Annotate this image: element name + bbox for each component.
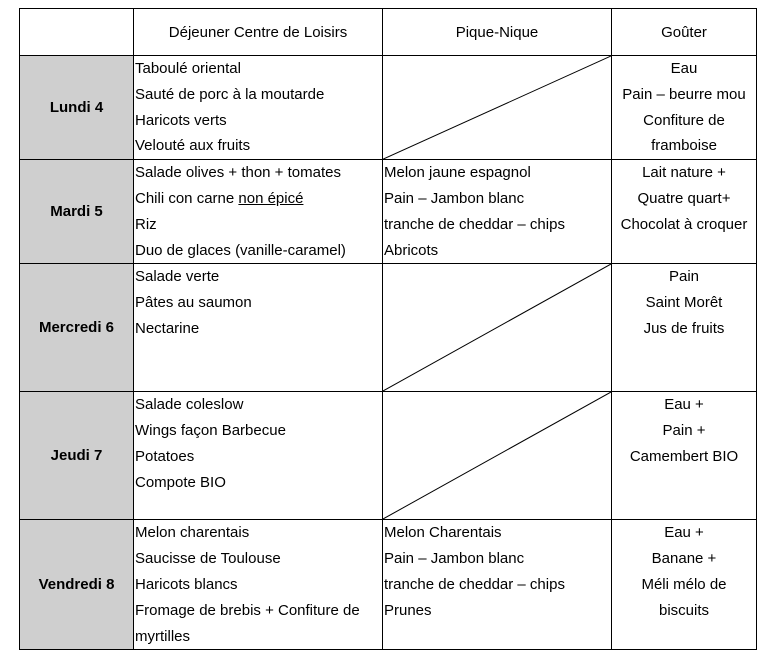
lunch-item: myrtilles xyxy=(135,627,190,645)
header-lunch: Déjeuner Centre de Loisirs xyxy=(133,8,383,56)
snack-cell: Pain Saint Morêt Jus de fruits xyxy=(611,263,757,393)
snack-cell: Lait nature + Quatre quart+ Chocolat à c… xyxy=(611,159,757,265)
lunch-item: Riz xyxy=(135,215,157,233)
day-label: Vendredi 8 xyxy=(38,576,115,594)
snack-item: biscuits xyxy=(658,601,710,619)
snack-item: Camembert BIO xyxy=(629,447,739,465)
snack-cell: Eau Pain – beurre mou Confiture de framb… xyxy=(611,54,757,161)
snack-item: Saint Morêt xyxy=(645,294,723,312)
lunch-item: Fromage de brebis + Confiture de xyxy=(135,601,360,619)
lunch-cell: Melon charentais Saucisse de Toulouse Ha… xyxy=(133,519,383,651)
table-row: Lundi 4 Taboulé oriental Sauté de porc à… xyxy=(19,54,757,161)
lunch-cell: Taboulé oriental Sauté de porc à la mout… xyxy=(133,54,383,161)
snack-item: Confiture de xyxy=(643,111,725,129)
lunch-item: Haricots verts xyxy=(135,111,227,129)
snack-item: Eau + xyxy=(664,524,704,542)
picnic-item: Melon jaune espagnol xyxy=(384,164,531,182)
snack-item: Lait nature + xyxy=(642,164,726,182)
snack-item: Méli mélo de xyxy=(641,575,727,593)
picnic-item: Melon Charentais xyxy=(384,524,502,542)
snack-item: Banane + xyxy=(651,550,717,568)
picnic-item: tranche de cheddar – chips xyxy=(384,215,565,233)
picnic-cell: Melon jaune espagnol Pain – Jambon blanc… xyxy=(382,159,612,265)
snack-item: framboise xyxy=(651,137,717,155)
table-row: Vendredi 8 Melon charentais Saucisse de … xyxy=(19,519,757,651)
picnic-item: Prunes xyxy=(384,601,432,619)
picnic-empty-cell xyxy=(382,54,612,161)
header-snack: Goûter xyxy=(611,8,757,56)
snack-cell: Eau + Pain + Camembert BIO xyxy=(611,391,757,521)
underlined-text: non épicé xyxy=(238,189,304,207)
day-cell: Mercredi 6 xyxy=(19,263,134,393)
lunch-item: Melon charentais xyxy=(135,524,250,542)
header-row: Déjeuner Centre de Loisirs Pique-Nique G… xyxy=(19,8,757,56)
lunch-item: Haricots blancs xyxy=(135,575,238,593)
day-label: Mercredi 6 xyxy=(38,319,115,337)
snack-item: Eau + xyxy=(664,396,704,414)
snack-item: Pain – beurre mou xyxy=(622,85,746,103)
lunch-item: Salade verte xyxy=(135,268,220,286)
diagonal-line xyxy=(383,264,611,391)
header-picnic: Pique-Nique xyxy=(382,8,612,56)
diagonal-line xyxy=(383,392,611,519)
table-row: Jeudi 7 Salade coleslow Wings façon Barb… xyxy=(19,391,757,521)
day-label: Jeudi 7 xyxy=(50,447,103,465)
picnic-item: Pain – Jambon blanc xyxy=(384,550,525,568)
picnic-empty-cell xyxy=(382,391,612,521)
lunch-item: Salade olives + thon + tomates xyxy=(135,164,341,182)
diagonal-line xyxy=(383,56,611,159)
header-day xyxy=(19,8,134,56)
picnic-item: Abricots xyxy=(384,241,439,259)
lunch-item: Taboulé oriental xyxy=(135,60,241,77)
snack-cell: Eau + Banane + Méli mélo de biscuits xyxy=(611,519,757,651)
lunch-item: Sauté de porc à la moutarde xyxy=(135,85,325,103)
lunch-item: Compote BIO xyxy=(135,473,226,491)
day-cell: Mardi 5 xyxy=(19,159,134,265)
snack-item: Jus de fruits xyxy=(643,319,725,337)
lunch-cell: Salade olives + thon + tomates Chili con… xyxy=(133,159,383,265)
snack-item: Chocolat à croquer xyxy=(620,215,748,233)
picnic-empty-cell xyxy=(382,263,612,393)
snack-item: Pain xyxy=(668,268,700,286)
lunch-item: Duo de glaces (vanille-caramel) xyxy=(135,241,346,259)
table-row: Mercredi 6 Salade verte Pâtes au saumon … xyxy=(19,263,757,393)
lunch-cell: Salade coleslow Wings façon Barbecue Pot… xyxy=(133,391,383,521)
lunch-item: Chili con carne non épicé xyxy=(135,189,304,207)
lunch-cell: Salade verte Pâtes au saumon Nectarine xyxy=(133,263,383,393)
lunch-item: Potatoes xyxy=(135,447,195,465)
picnic-item: Pain – Jambon blanc xyxy=(384,189,525,207)
day-cell: Jeudi 7 xyxy=(19,391,134,521)
day-label: Mardi 5 xyxy=(50,203,103,221)
lunch-item: Pâtes au saumon xyxy=(135,294,252,312)
snack-item: Eau xyxy=(670,60,698,77)
snack-item: Quatre quart+ xyxy=(637,189,731,207)
day-cell: Lundi 4 xyxy=(19,54,134,161)
lunch-item: Nectarine xyxy=(135,319,200,337)
snack-item: Pain + xyxy=(662,422,706,440)
lunch-item: Salade coleslow xyxy=(135,396,244,414)
picnic-cell: Melon Charentais Pain – Jambon blanc tra… xyxy=(382,519,612,651)
lunch-item: Wings façon Barbecue xyxy=(135,422,286,440)
table-row: Mardi 5 Salade olives + thon + tomates C… xyxy=(19,159,757,265)
day-cell: Vendredi 8 xyxy=(19,519,134,651)
lunch-item: Velouté aux fruits xyxy=(135,137,251,155)
lunch-item: Saucisse de Toulouse xyxy=(135,550,281,568)
day-label: Lundi 4 xyxy=(49,99,104,117)
picnic-item: tranche de cheddar – chips xyxy=(384,575,565,593)
menu-table: Déjeuner Centre de Loisirs Pique-Nique G… xyxy=(19,8,757,651)
